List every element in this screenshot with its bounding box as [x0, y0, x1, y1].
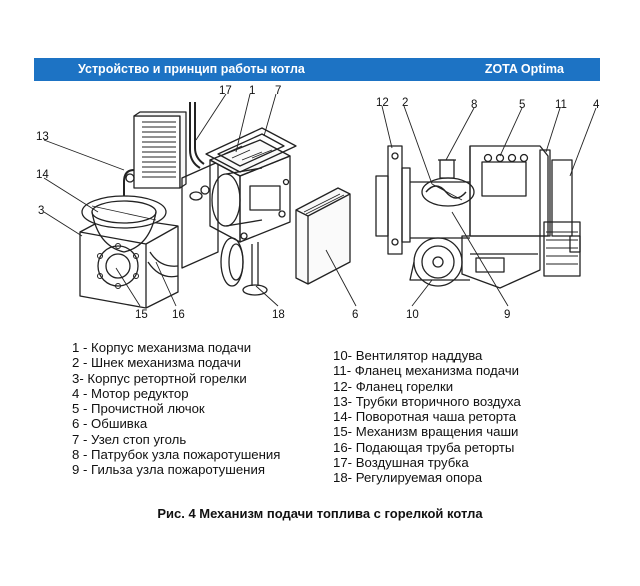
callout-1: 1 — [249, 85, 255, 97]
callout-5: 5 — [519, 99, 525, 111]
callout-15: 15 — [135, 309, 148, 321]
legend-item: 2 - Шнек механизма подачи — [72, 355, 242, 371]
legend-item: 8 - Патрубок узла пожаротушения — [72, 447, 281, 463]
legend-item: 13- Трубки вторичного воздуха — [333, 393, 521, 409]
right-assembly — [375, 145, 581, 289]
legend-item: 18- Регулируемая опора — [333, 470, 483, 486]
callout-9: 9 — [504, 309, 510, 321]
legend-item: 5 - Прочистной лючок — [72, 401, 205, 417]
callout-10: 10 — [406, 309, 419, 321]
legend-item: 1 - Корпус механизма подачи — [72, 340, 252, 355]
callout-2: 2 — [402, 97, 408, 109]
callout-11: 11 — [555, 99, 567, 111]
legend-item: 9 - Гильза узла пожаротушения — [72, 462, 265, 478]
legend-item: 11- Фланец механизма подачи — [333, 363, 520, 379]
legend-item: 10- Вентилятор наддува — [333, 348, 483, 363]
legend-item: 12- Фланец горелки — [333, 378, 454, 394]
legend-left: 1 - Корпус механизма подачи 2 - Шнек мех… — [72, 340, 280, 478]
callout-17: 17 — [219, 85, 232, 97]
callout-14: 14 — [36, 169, 49, 181]
technical-drawing: 17 1 7 13 14 3 15 16 18 6 12 2 8 5 11 4 … — [36, 85, 600, 321]
callout-4: 4 — [593, 99, 600, 111]
callout-6: 6 — [352, 309, 358, 321]
figure-caption: Рис. 4 Механизм подачи топлива с горелко… — [157, 506, 483, 521]
callout-16: 16 — [172, 309, 185, 321]
legend-right: 10- Вентилятор наддува 11- Фланец механи… — [333, 348, 521, 486]
callout-3: 3 — [38, 205, 44, 217]
legend-item: 3- Корпус ретортной горелки — [72, 370, 247, 386]
header-bar: Устройство и принцип работы котла ZOTA O… — [34, 58, 600, 81]
header-brand: ZOTA Optima — [484, 62, 564, 76]
callout-13: 13 — [36, 131, 49, 143]
callout-8: 8 — [471, 99, 477, 111]
left-assembly — [79, 102, 351, 309]
legend-item: 7 - Узел стоп уголь — [72, 431, 187, 447]
callout-18: 18 — [272, 309, 285, 321]
callout-12: 12 — [376, 97, 389, 109]
legend-item: 6 - Обшивка — [72, 416, 148, 432]
legend-item: 4 - Мотор редуктор — [72, 385, 189, 401]
legend-item: 17- Воздушная трубка — [333, 455, 469, 471]
callout-7: 7 — [275, 85, 281, 97]
callout-labels: 17 1 7 13 14 3 15 16 18 6 12 2 8 5 11 4 … — [36, 85, 600, 321]
legend-item: 16- Подающая труба реторты — [333, 439, 515, 455]
legend-item: 14- Поворотная чаша реторта — [333, 409, 517, 425]
legend-item: 15- Механизм вращения чаши — [333, 424, 519, 440]
header-title: Устройство и принцип работы котла — [78, 62, 305, 76]
